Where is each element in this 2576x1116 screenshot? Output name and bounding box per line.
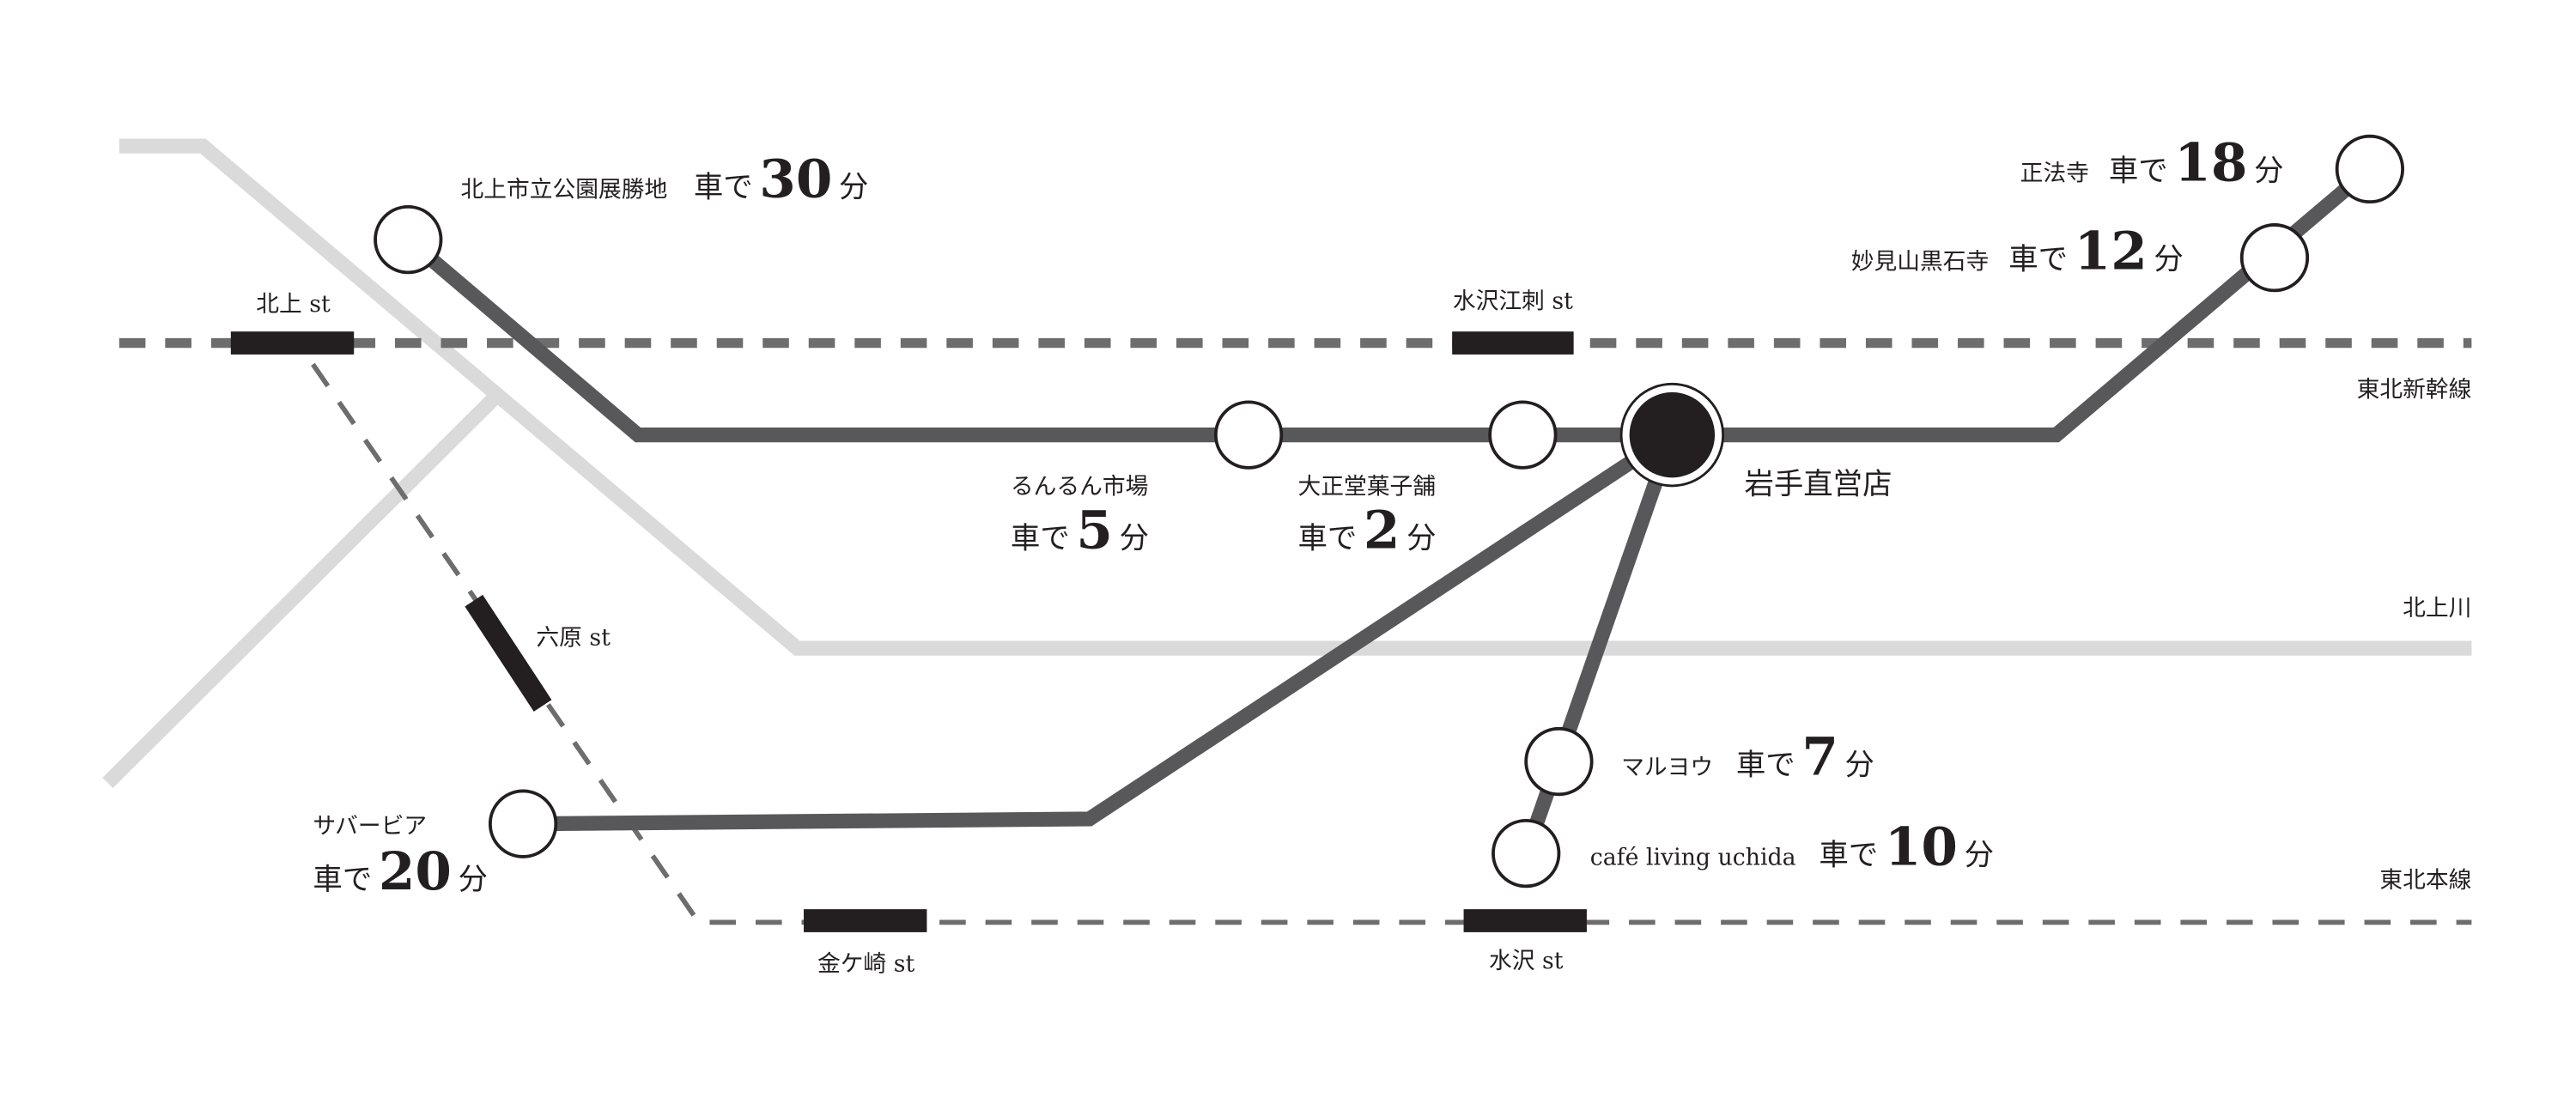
- dest-taishodo-name: 大正堂菓子舗: [1297, 473, 1436, 500]
- station-mizusawa: [1463, 909, 1587, 932]
- stop-taishodo[interactable]: [1488, 400, 1558, 470]
- station-mizusawa-esashi: [1452, 331, 1574, 355]
- shop-marker[interactable]: [1619, 382, 1725, 488]
- station-kanegasaki: [804, 909, 927, 932]
- label-kitakami-st: 北上 st: [256, 291, 331, 318]
- route-southwest: [523, 428, 1677, 832]
- dest-suburbia-name: サバービア: [313, 813, 427, 840]
- kitakami-river: [118, 138, 2472, 656]
- label-mizusawa-st: 水沢 st: [1489, 948, 1564, 974]
- station-kitakami: [230, 331, 355, 355]
- tohoku-main-line: [311, 362, 2472, 925]
- stop-maruyou[interactable]: [1524, 726, 1594, 797]
- river-branch: [102, 393, 499, 789]
- stop-suburbia[interactable]: [488, 789, 558, 858]
- label-main-line: 東北本線: [2379, 867, 2471, 894]
- label-rokuhara-st: 六原 st: [536, 624, 611, 651]
- label-kanegasaki-st: 金ケ崎 st: [817, 951, 914, 978]
- label-mizusawa-esashi-st: 水沢江刺 st: [1453, 288, 1573, 314]
- station-rokuhara: [465, 594, 552, 712]
- label-shinkansen: 東北新幹線: [2357, 377, 2472, 403]
- stop-cafe[interactable]: [1492, 818, 1561, 889]
- stop-runrun[interactable]: [1213, 400, 1284, 470]
- label-river: 北上川: [2403, 595, 2471, 622]
- route-north: [403, 163, 2375, 443]
- shop-name: 岩手直営店: [1744, 467, 1892, 501]
- stop-shohoji[interactable]: [2335, 134, 2404, 204]
- dest-runrun-name: るんるん市場: [1011, 473, 1149, 500]
- stop-kokuseki[interactable]: [2239, 223, 2310, 293]
- stop-tenshochi[interactable]: [374, 204, 443, 275]
